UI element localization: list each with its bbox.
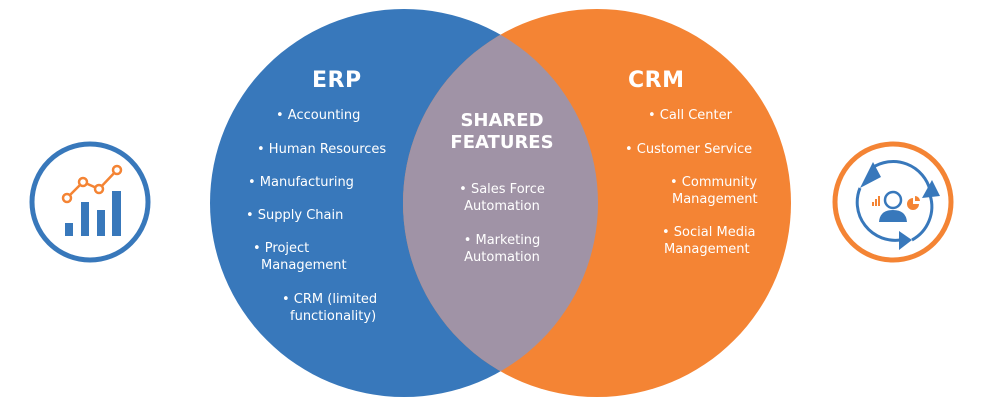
crm-item: • Customer Service <box>625 142 753 157</box>
crm-item: • Social Media Management <box>662 224 756 258</box>
crm-item-line2: Management <box>672 192 758 207</box>
shared-item-line1: • Sales Force <box>459 182 545 197</box>
shared-item: • Sales Force Automation <box>442 181 562 215</box>
crm-item: • Call Center <box>648 108 732 123</box>
erp-item-line2: functionality) <box>290 309 377 324</box>
erp-item-line2: Management <box>261 258 347 273</box>
erp-item-line1: • Project <box>253 241 310 256</box>
shared-title-line2: FEATURES <box>450 132 554 153</box>
shared-overlap <box>403 9 598 397</box>
shared-item: • Marketing Automation <box>442 232 562 266</box>
analytics-chart-icon <box>29 141 151 263</box>
erp-item: • Human Resources <box>257 142 387 157</box>
erp-item: • Accounting <box>276 108 361 123</box>
erp-item: • Supply Chain <box>246 208 344 223</box>
shared-item-line1: • Marketing <box>463 233 541 248</box>
crm-item: • Community Management <box>670 174 758 208</box>
shared-title-line1: SHARED <box>460 110 544 131</box>
shared-title: SHARED FEATURES <box>432 110 572 154</box>
crm-item-line1: • Social Media <box>662 225 756 240</box>
crm-title: CRM <box>628 68 685 93</box>
erp-title: ERP <box>312 68 362 93</box>
shared-item-line2: Automation <box>464 199 540 214</box>
erp-item: • CRM (limited functionality) <box>282 291 377 325</box>
erp-item-line1: • CRM (limited <box>282 292 378 307</box>
crm-item-line2: Management <box>664 242 750 257</box>
customer-cycle-icon <box>832 141 954 263</box>
shared-item-line2: Automation <box>464 250 540 265</box>
erp-item: • Project Management <box>253 240 347 274</box>
crm-item-line1: • Community <box>670 175 758 190</box>
erp-item: • Manufacturing <box>248 175 354 190</box>
